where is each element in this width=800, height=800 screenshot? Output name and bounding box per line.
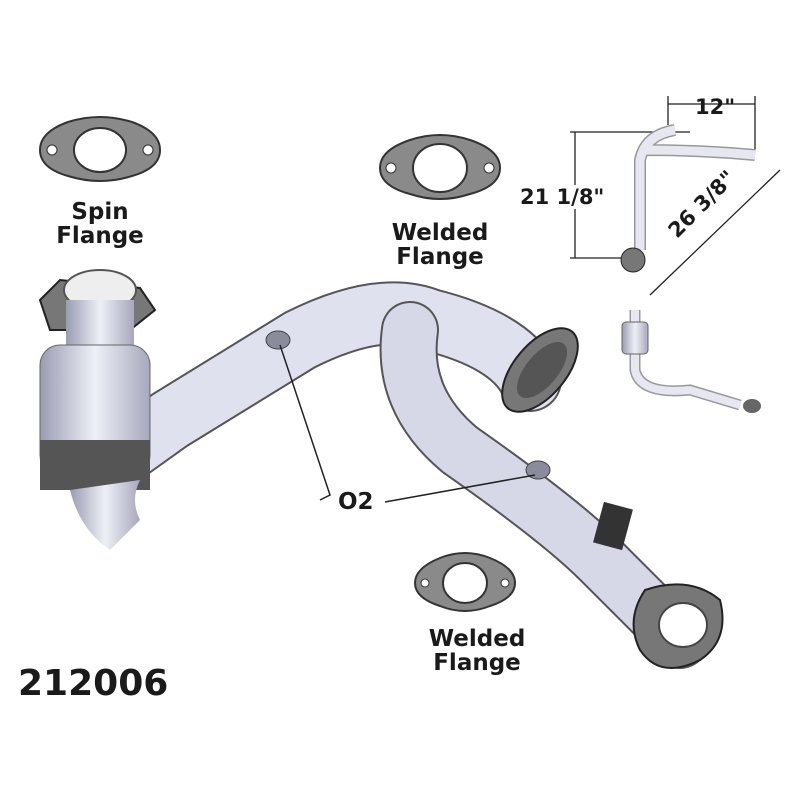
spin-flange-label-line2: Flange [56,223,144,249]
welded-flange-gasket-top [378,134,502,200]
pipe-assembly [68,281,724,669]
welded-flange-bottom-label: Welded Flange [422,627,532,675]
o2-sensor-label: O2 [338,489,374,515]
welded-flange-top-line1: Welded [391,220,489,246]
part-number: 212006 [18,663,169,704]
welded-flange-top-label: Welded Flange [385,221,495,269]
welded-flange-bottom-line2: Flange [433,650,521,676]
dimension-sketch [570,96,781,413]
welded-flange-top-line2: Flange [396,244,484,270]
spin-flange-label-line1: Spin [71,199,129,225]
welded-flange-gasket-bottom [413,552,517,612]
dimension-height: 21 1/8" [520,185,605,209]
dimension-width: 12" [695,95,736,119]
spin-flange-label: Spin Flange [55,200,145,248]
welded-flange-bottom-line1: Welded [428,626,526,652]
o2-leader-lines [279,344,536,503]
catalytic-converter [38,269,157,550]
spin-flange-gasket [38,116,162,182]
